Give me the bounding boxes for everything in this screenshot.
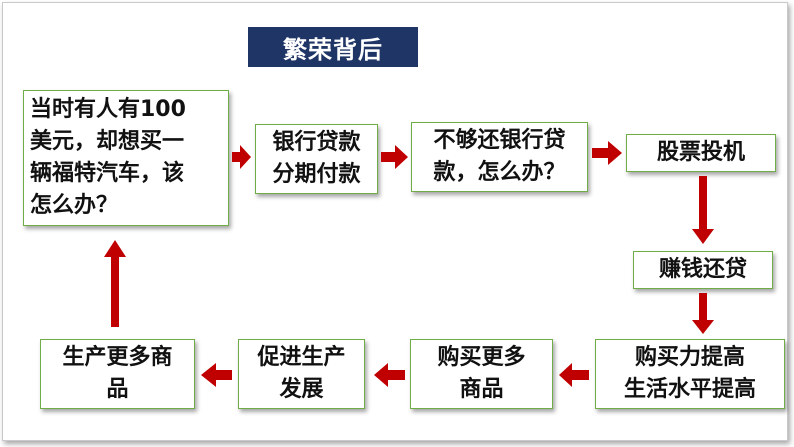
arrow-left-icon	[559, 363, 589, 387]
node-buy-more-label: 购买更多 商品	[437, 345, 526, 402]
arrow-up-icon	[104, 240, 126, 327]
node-purchasing-power: 购买力提高 生活水平提高	[595, 339, 785, 409]
node-buy-more: 购买更多 商品	[410, 339, 553, 409]
node-cant-repay: 不够还银行贷 款，怎么办？	[411, 122, 588, 192]
arrow-right-icon	[381, 145, 408, 169]
arrow-left-icon	[374, 363, 405, 387]
arrow-down-icon	[692, 293, 714, 334]
arrow-right-icon	[232, 145, 251, 169]
slide-frame	[2, 2, 788, 441]
arrow-left-icon	[201, 363, 232, 387]
node-bank-loan: 银行贷款 分期付款	[255, 124, 378, 194]
node-produce-more: 生产更多商 品	[40, 339, 195, 409]
node-produce-more-label: 生产更多商 品	[62, 345, 173, 402]
arrow-down-icon	[692, 176, 714, 244]
node-repay-loan: 赚钱还贷	[633, 251, 773, 289]
node-stock-speculation: 股票投机	[626, 134, 776, 172]
node-question-label: 当时有人有100 美元，却想买一 辆福特汽车，该 怎么办？	[30, 97, 186, 218]
node-question: 当时有人有100 美元，却想买一 辆福特汽车，该 怎么办？	[23, 90, 229, 226]
node-purchasing-power-label: 购买力提高 生活水平提高	[623, 345, 756, 402]
node-promote-production: 促进生产 发展	[238, 339, 365, 409]
node-cant-repay-label: 不够还银行贷 款，怎么办？	[433, 128, 566, 185]
node-repay-loan-label: 赚钱还贷	[658, 257, 747, 282]
slide-title: 繁荣背后	[248, 27, 418, 67]
node-promote-production-label: 促进生产 发展	[257, 345, 346, 402]
node-bank-loan-label: 银行贷款 分期付款	[272, 130, 361, 187]
node-stock-speculation-label: 股票投机	[656, 140, 745, 165]
arrow-right-icon	[592, 141, 622, 165]
